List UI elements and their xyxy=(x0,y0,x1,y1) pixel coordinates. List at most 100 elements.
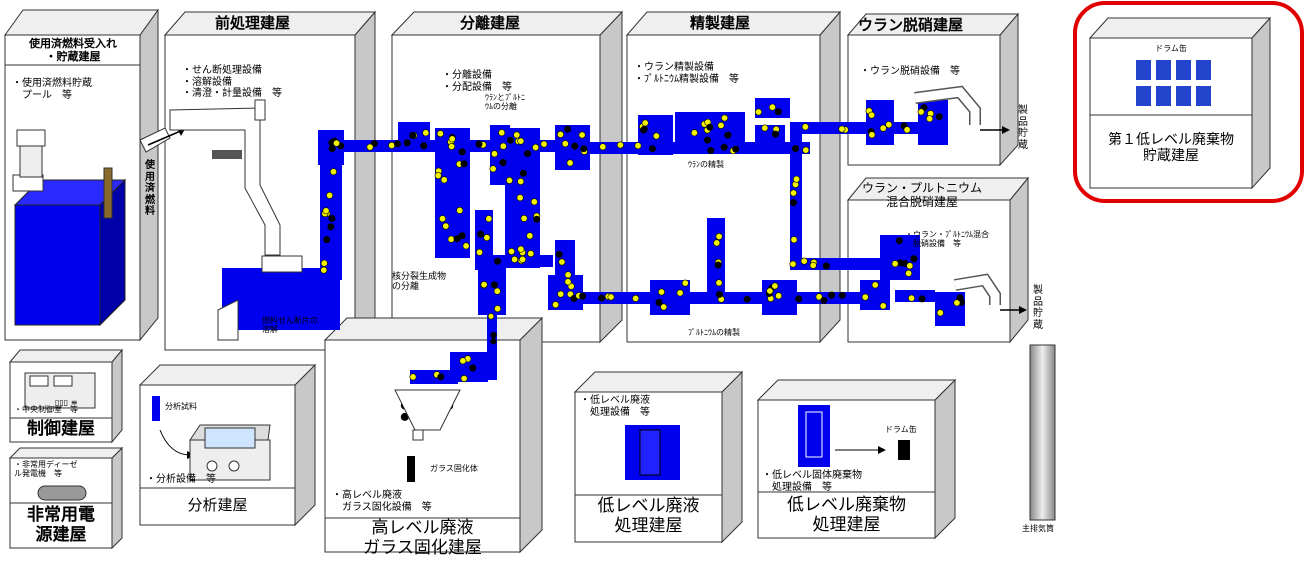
particle xyxy=(420,142,428,150)
receiving-title: 使用済燃料受入れ ・貯蔵建屋 xyxy=(29,37,117,63)
particle xyxy=(320,259,328,267)
particle xyxy=(790,236,798,244)
particle xyxy=(499,142,507,150)
highlight-frame xyxy=(1073,1,1304,203)
particle xyxy=(540,140,548,148)
particle xyxy=(879,302,887,310)
particle xyxy=(789,189,797,197)
particle xyxy=(861,293,869,301)
particle xyxy=(409,373,417,381)
drum-storage xyxy=(1136,60,1211,106)
analysis-title: 分析建屋 xyxy=(187,496,248,514)
particle xyxy=(616,141,624,149)
particle xyxy=(480,281,488,289)
particle xyxy=(771,282,779,290)
particle xyxy=(879,124,887,132)
particle xyxy=(469,364,477,372)
particle xyxy=(448,143,456,151)
particle xyxy=(526,232,534,240)
particle xyxy=(801,123,809,131)
particle xyxy=(438,215,446,223)
particle xyxy=(754,108,762,116)
particle xyxy=(917,108,925,116)
particle xyxy=(517,137,525,145)
particle xyxy=(323,236,331,244)
llw-solid-equipment-label: ・低レベル固体廃棄物 処理設備 等 xyxy=(762,470,862,493)
particle xyxy=(703,136,711,144)
particle xyxy=(578,131,586,139)
llw-liquid-title: 低レベル廃液 処理建屋 xyxy=(597,496,700,536)
particle xyxy=(475,248,483,256)
particle xyxy=(490,331,497,339)
particle xyxy=(761,124,769,132)
particle xyxy=(953,299,961,307)
building-hlw xyxy=(323,316,544,554)
particle xyxy=(556,130,564,138)
particle xyxy=(956,294,964,302)
particle xyxy=(458,148,466,156)
particle xyxy=(895,237,903,245)
particle xyxy=(322,207,330,215)
particle xyxy=(885,121,893,129)
particle xyxy=(579,292,587,300)
particle xyxy=(903,126,911,134)
llw-solid-equipment xyxy=(798,405,910,467)
particle xyxy=(329,168,337,176)
product-storage-u: 製 品 貯 蔵 xyxy=(1018,105,1028,151)
particle xyxy=(906,262,914,270)
particle xyxy=(714,261,722,269)
particle xyxy=(490,281,498,289)
stack-label: 主排気筒 xyxy=(1022,524,1054,533)
vitrification-melter xyxy=(394,389,461,482)
u-purification-label: ｳﾗﾝの精製 xyxy=(688,160,724,169)
product-storage-mox: 製 品 貯 蔵 xyxy=(1033,285,1043,331)
particle xyxy=(456,206,464,214)
particle xyxy=(721,114,729,122)
particle xyxy=(766,287,774,295)
particle xyxy=(483,234,491,242)
particle xyxy=(498,129,506,137)
particle xyxy=(657,288,665,296)
analysis-equipment xyxy=(152,396,271,481)
particle xyxy=(327,223,335,231)
head-end-title: 前処理建屋 xyxy=(215,14,291,32)
particle xyxy=(440,176,448,184)
particle xyxy=(926,115,934,123)
particle xyxy=(640,125,648,133)
particle xyxy=(634,142,642,150)
storage-drum xyxy=(1196,60,1211,80)
particle xyxy=(660,303,668,311)
particle xyxy=(517,178,525,186)
purification-equipment: ・ウラン精製設備 ・ﾌﾟﾙﾄﾆｳﾑ精製設備 等 xyxy=(634,62,739,85)
particle xyxy=(768,103,776,111)
pu-purification-label: ﾌﾟﾙﾄﾆｳﾑの精製 xyxy=(688,328,740,337)
particle xyxy=(442,222,450,230)
particle xyxy=(458,232,466,240)
u-denitration-equipment: ・ウラン脱硝設備 等 xyxy=(860,66,960,77)
particle xyxy=(724,131,732,139)
llw-liquid-equipment xyxy=(625,425,680,480)
particle xyxy=(448,135,456,143)
particle xyxy=(517,245,525,253)
particle xyxy=(524,150,532,158)
particle xyxy=(871,281,879,289)
storage-drum xyxy=(1156,60,1171,80)
exhaust-stack xyxy=(1029,344,1056,521)
particle xyxy=(400,412,409,421)
building-mox xyxy=(846,176,1030,344)
emergency-title: 非常用電 源建屋 xyxy=(27,505,95,545)
particle xyxy=(918,295,926,303)
particle xyxy=(648,145,656,153)
particle xyxy=(715,233,723,241)
emergency-equipment: ・非常用ディーゼ ル発電機 等 xyxy=(14,460,78,479)
particle xyxy=(505,176,513,184)
particle xyxy=(460,374,468,382)
particle xyxy=(907,294,915,302)
analysis-sample: 分析試料 xyxy=(165,402,197,411)
particle xyxy=(868,111,876,119)
particle xyxy=(532,143,540,151)
particle xyxy=(460,160,468,168)
particle xyxy=(789,260,797,268)
particle xyxy=(558,258,566,266)
particle xyxy=(580,145,588,153)
